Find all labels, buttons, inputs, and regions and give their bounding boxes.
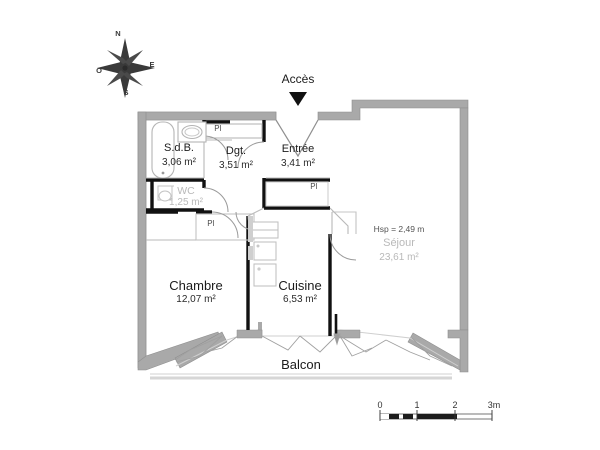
- exterior-walls: [137, 99, 469, 373]
- window-swings: [174, 314, 453, 367]
- kitchen-fixtures: [248, 216, 279, 287]
- wc-fixtures: [157, 185, 174, 202]
- room-area-cuisine: 6,53 m²: [283, 294, 317, 305]
- room-area-sejour: 23,61 m²: [379, 252, 419, 263]
- room-area-entree: 3,41 m²: [281, 158, 315, 169]
- room-label-entree: Entrée: [281, 143, 315, 155]
- compass-label-north: N: [115, 29, 121, 38]
- scale-tick-0: 0: [377, 400, 383, 410]
- compass-label-south: S: [123, 88, 129, 97]
- bathroom-fixtures: [151, 121, 207, 179]
- room-label-sdb: S.d.B.: [164, 142, 194, 154]
- room-label-wc: WC: [177, 185, 195, 197]
- room-label-chambre: Chambre: [169, 278, 223, 293]
- room-area-chambre: 12,07 m²: [176, 294, 216, 305]
- compass-rose: [97, 38, 155, 98]
- room-label-cuisine: Cuisine: [278, 278, 322, 293]
- closet-label-2: Pl: [310, 182, 318, 191]
- compass-label-east: E: [149, 60, 155, 69]
- ceiling-height-label: Hsp = 2,49 m: [373, 224, 425, 234]
- access-arrow-icon: [289, 92, 307, 106]
- room-area-sdb: 3,06 m²: [162, 157, 196, 168]
- scale-tick-1: 1: [414, 400, 420, 410]
- closet-label-1: Pl: [214, 124, 222, 133]
- scale-tick-3: 3m: [487, 400, 501, 410]
- room-label-dgt: Dgt.: [225, 145, 247, 157]
- compass-label-west: O: [96, 66, 102, 75]
- closet-label-3: Pl: [207, 219, 215, 228]
- room-area-wc: 1,25 m²: [169, 197, 203, 208]
- scale-tick-2: 2: [452, 400, 458, 410]
- room-area-dgt: 3,51 m²: [219, 160, 253, 171]
- access-label: Accès: [281, 72, 315, 86]
- door-swings: [203, 119, 357, 261]
- room-label-sejour: Séjour: [383, 237, 415, 249]
- sejour-walls: [236, 322, 361, 339]
- scale-bar: [379, 410, 493, 421]
- room-label-balcon: Balcon: [281, 357, 321, 372]
